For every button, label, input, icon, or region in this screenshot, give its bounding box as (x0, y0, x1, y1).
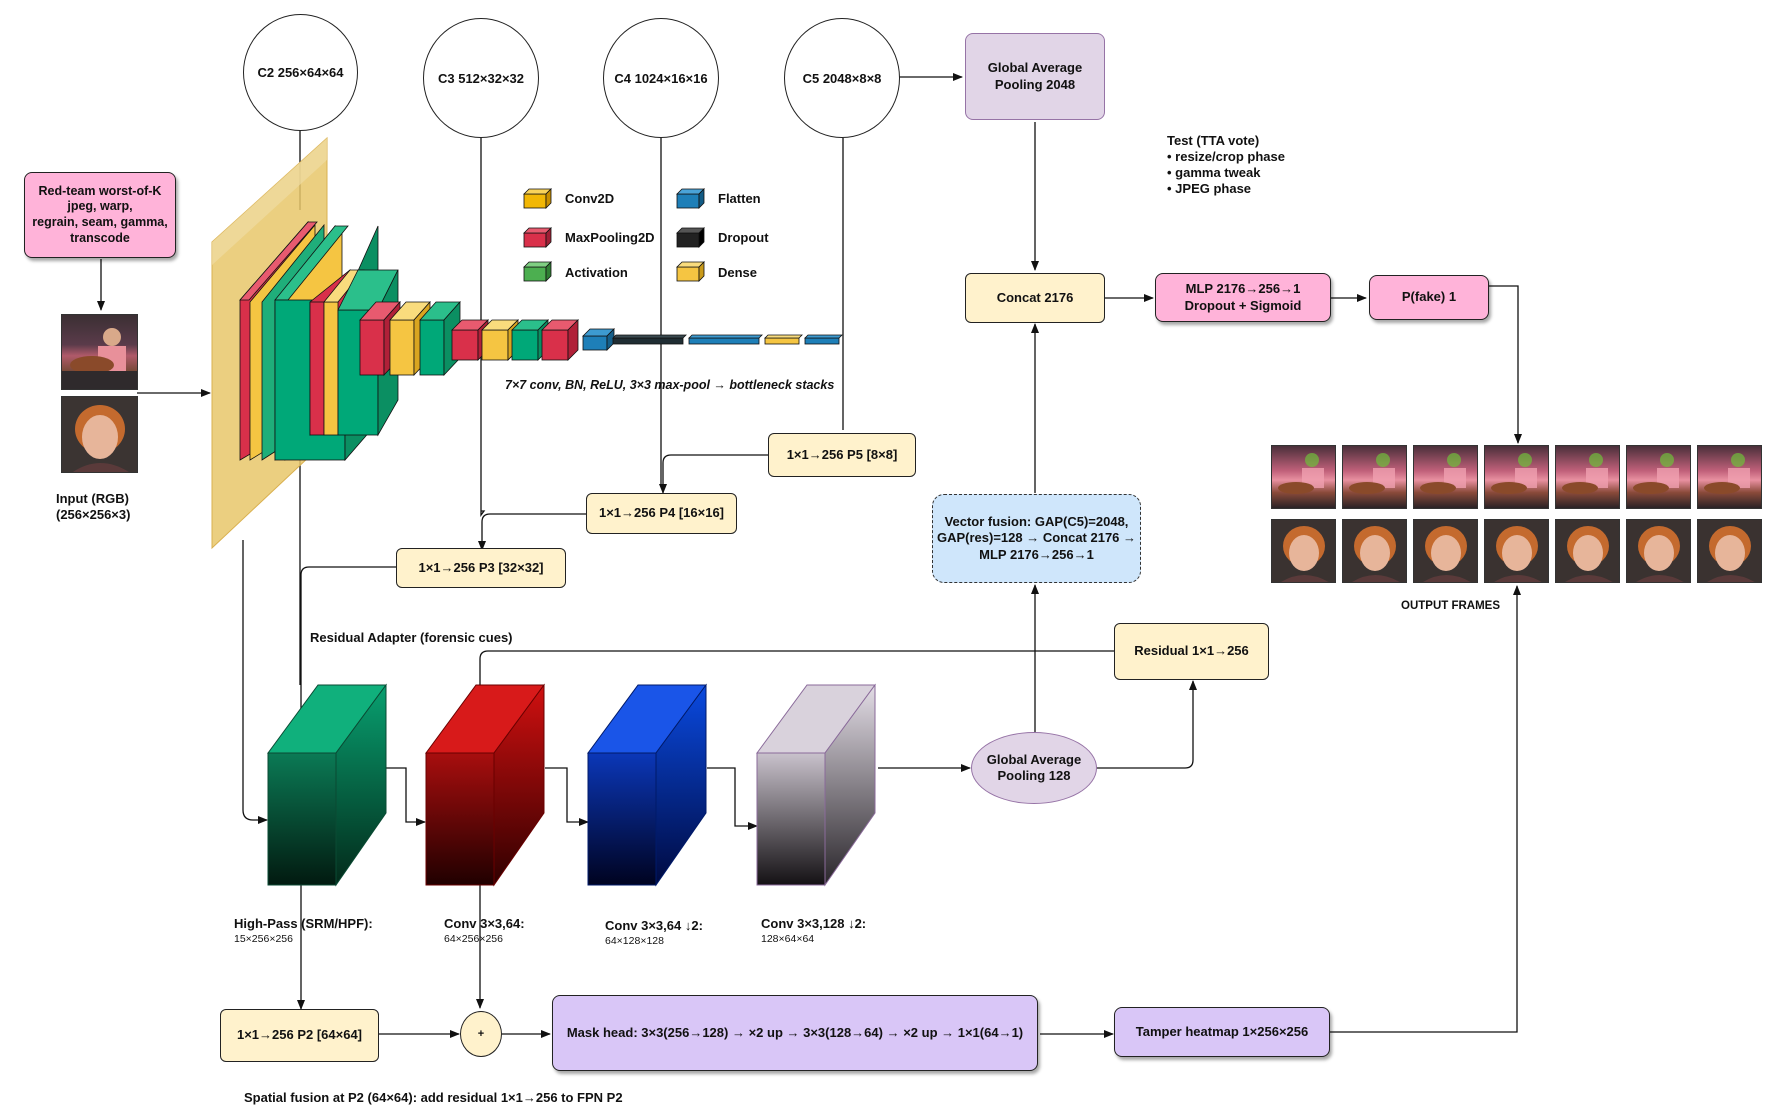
highpass-title: High-Pass (SRM/HPF): (234, 916, 373, 931)
face-picture (62, 397, 137, 472)
output-frame-guitar (1626, 445, 1691, 509)
output-frame-guitar (1342, 445, 1407, 509)
output-frame-face (1626, 519, 1691, 583)
c4-node: C4 1024×16×16 (603, 18, 719, 138)
input-image-guitar (61, 314, 138, 390)
fpn-p4-box: 1×1→256 P4 [16×16] (586, 493, 737, 534)
tta-item-jpeg: • JPEG phase (1167, 181, 1252, 196)
fpn-p3-box: 1×1→256 P3 [32×32] (396, 548, 566, 588)
legend-swatch-conv2d (523, 188, 552, 209)
output-frame-guitar (1271, 445, 1336, 509)
output-frame-face (1555, 519, 1620, 583)
add-fusion-node: + (460, 1011, 502, 1057)
output-frame-guitar (1413, 445, 1478, 509)
output-frame-face (1413, 519, 1478, 583)
legend-swatch-dropout (676, 227, 705, 248)
redteam-augment-box: Red-team worst-of-K jpeg, warp, regrain,… (24, 172, 176, 258)
arrow-pfake-to-output (1487, 285, 1522, 444)
conv3-shape: 128×64×64 (761, 933, 815, 945)
guitar-player-picture (62, 328, 137, 389)
c5-node: C5 2048×8×8 (784, 18, 900, 138)
residual-adapter-title: Residual Adapter (forensic cues) (310, 630, 513, 645)
arrow-hp-to-conv1 (386, 767, 426, 826)
c3-node: C3 512×32×32 (423, 18, 539, 138)
backbone-blocks (211, 136, 843, 550)
residual-blocks (267, 683, 876, 887)
residual-projection-box: Residual 1×1→256 (1114, 623, 1269, 680)
highpass-block (267, 683, 387, 887)
mask-head-box: Mask head: 3×3(256→128) → ×2 up → 3×3(12… (552, 995, 1038, 1071)
legend-swatches (523, 188, 705, 282)
conv3-title: Conv 3×3,128 ↓2: (761, 916, 867, 931)
legend-swatch-dense (676, 261, 705, 282)
input-image-face (61, 396, 138, 473)
conv2-title: Conv 3×3,64 ↓2: (605, 918, 703, 933)
conv2-block (587, 683, 707, 887)
stage4-layers (451, 319, 579, 361)
output-frame-guitar (1484, 445, 1549, 509)
arrow-conv1-to-conv2 (545, 767, 589, 826)
legend-label-flatten: Flatten (718, 191, 761, 206)
arrow-backbone-to-highpass (242, 540, 268, 824)
tta-item-resize: • resize/crop phase (1167, 149, 1285, 164)
legend-label-dense: Dense (718, 265, 758, 280)
tamper-heatmap-box: Tamper heatmap 1×256×256 (1114, 1007, 1330, 1057)
output-frame-face (1271, 519, 1336, 583)
fpn-p2-box: 1×1→256 P2 [64×64] (220, 1009, 379, 1062)
arrow-gap128-to-resproj (1097, 680, 1197, 769)
legend-label-conv2d: Conv2D (565, 191, 615, 206)
output-frame-face (1697, 519, 1762, 583)
legend-swatch-flatten (676, 188, 705, 209)
output-frame-face (1342, 519, 1407, 583)
tta-item-gamma: • gamma tweak (1167, 165, 1261, 180)
output-frame-guitar (1555, 445, 1620, 509)
conv3-block (756, 683, 876, 887)
conv2-shape: 64×128×128 (605, 935, 664, 947)
concat-box: Concat 2176 (965, 273, 1105, 323)
legend-swatch-activation (523, 261, 552, 282)
pfake-box: P(fake) 1 (1369, 275, 1489, 320)
legend-swatch-maxpool (523, 227, 552, 248)
gap-128-node: Global Average Pooling 128 (971, 732, 1097, 804)
input-label: Input (RGB) (256×256×3) (56, 491, 131, 522)
gap-2048-box: Global Average Pooling 2048 (965, 33, 1105, 120)
stem-caption: 7×7 conv, BN, ReLU, 3×3 max-pool → bottl… (505, 378, 835, 392)
arrow-p3-to-p2 (297, 566, 396, 1010)
legend-label-maxpool: MaxPooling2D (565, 230, 655, 245)
stage3-layers (359, 300, 461, 377)
arrow-resproj-to-plus (476, 650, 1114, 1009)
conv1-block (425, 683, 545, 887)
spatial-fusion-caption: Spatial fusion at P2 (64×64): add residu… (244, 1090, 623, 1105)
output-frames-label: OUTPUT FRAMES (1401, 600, 1501, 612)
c2-node: C2 256×64×64 (243, 14, 358, 131)
legend-label-activation: Activation (565, 265, 628, 280)
highpass-shape: 15×256×256 (234, 933, 293, 945)
vector-fusion-box: Vector fusion: GAP(C5)=2048, GAP(res)=12… (932, 494, 1141, 583)
legend-label-dropout: Dropout (718, 230, 769, 245)
head-layers (582, 328, 843, 351)
arrow-p5-to-p4 (659, 454, 768, 494)
conv1-shape: 64×256×256 (444, 933, 503, 945)
output-frame-face (1484, 519, 1549, 583)
arrow-heatmap-to-output (1330, 585, 1521, 1033)
arrow-conv2-to-conv3 (707, 767, 758, 830)
conv1-title: Conv 3×3,64: (444, 916, 525, 931)
output-frame-guitar (1697, 445, 1762, 509)
fpn-p5-box: 1×1→256 P5 [8×8] (768, 433, 916, 477)
tta-title: Test (TTA vote) (1167, 133, 1260, 148)
mlp-box: MLP 2176→256→1 Dropout + Sigmoid (1155, 273, 1331, 322)
arrow-p4-to-p3 (478, 513, 586, 551)
